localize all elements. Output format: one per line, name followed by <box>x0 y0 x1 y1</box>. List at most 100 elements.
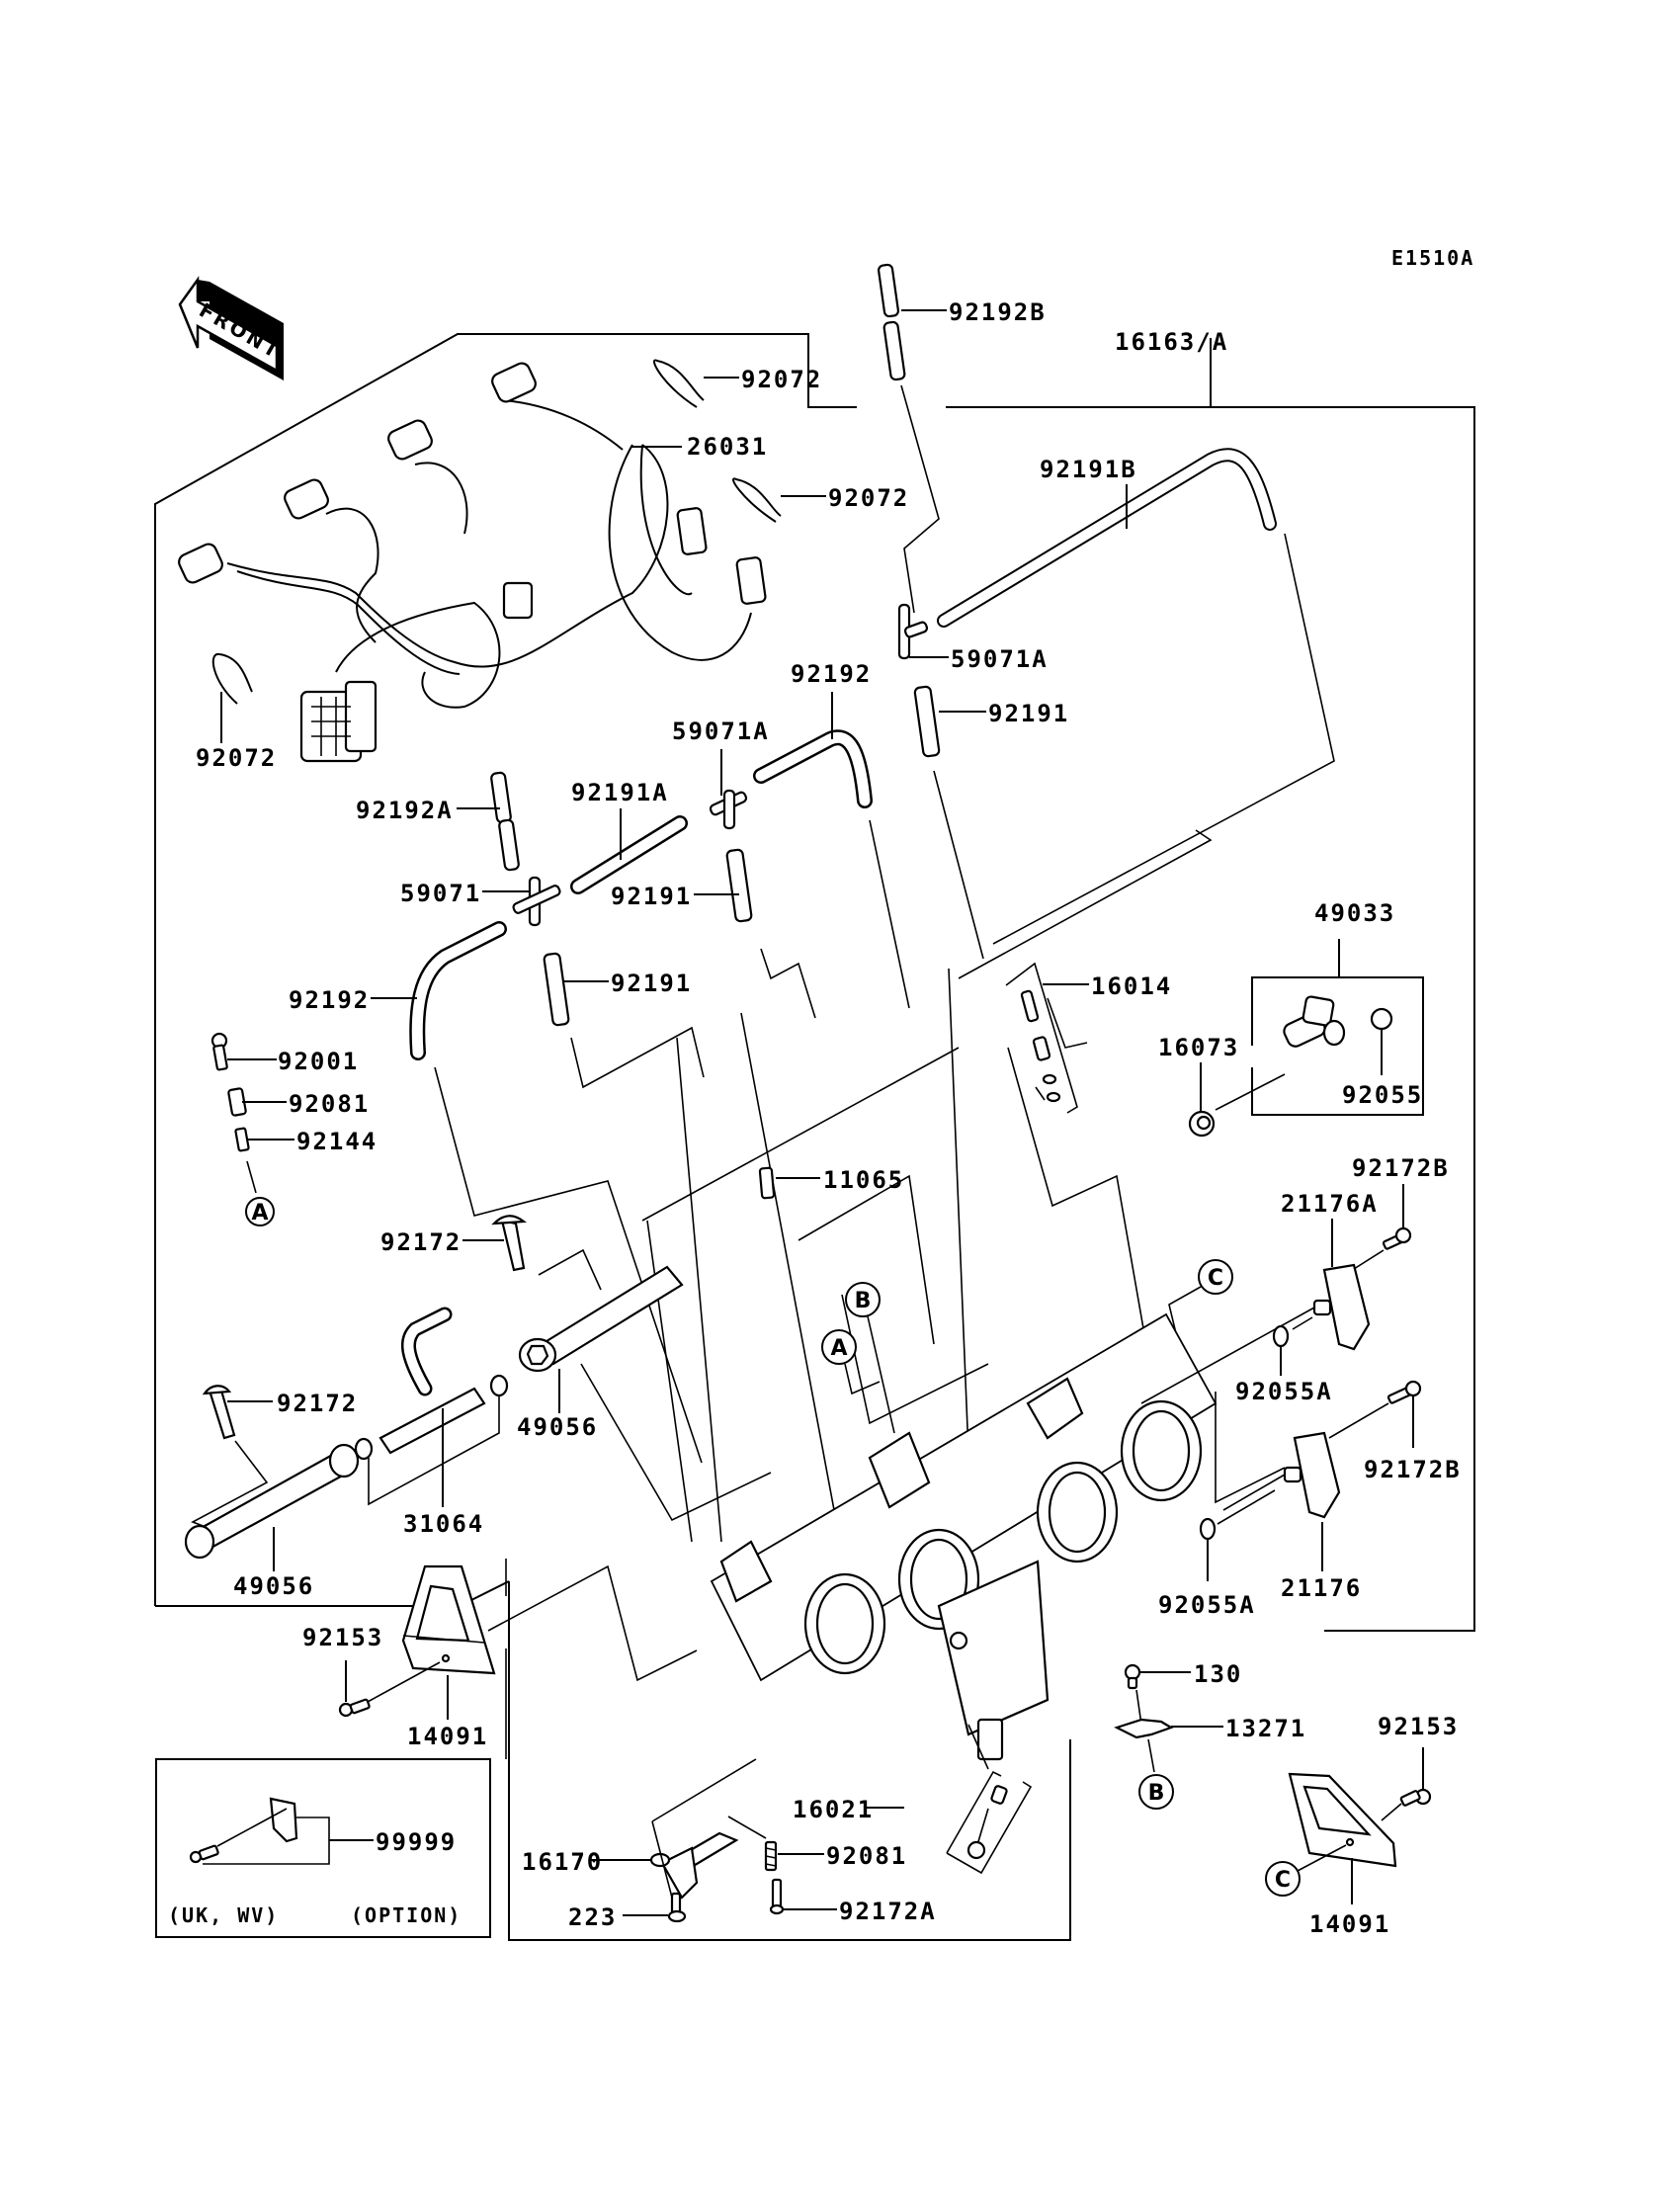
fuel-pipe-31064 <box>354 1307 509 1506</box>
oring-92055A-1 <box>1272 1316 1313 1348</box>
bracket-13271 <box>1114 1718 1174 1739</box>
callout-31064: 31064 <box>403 1510 484 1538</box>
callout-92172-1: 92172 <box>380 1228 462 1256</box>
cap-16073 <box>1188 1110 1216 1138</box>
callout-49056-1: 49056 <box>517 1413 598 1441</box>
callout-92172-2: 92172 <box>277 1390 358 1417</box>
cable-tie-1 <box>652 359 705 408</box>
screw-92153-1 <box>338 1661 441 1718</box>
spring-92081-2 <box>727 1816 778 1872</box>
callout-92191A: 92191A <box>571 779 669 806</box>
svg-text:A: A <box>830 1336 847 1361</box>
callout-26031: 26031 <box>687 433 768 461</box>
callout-16170: 16170 <box>522 1848 603 1876</box>
svg-text:C: C <box>1208 1266 1223 1291</box>
callout-92191-3: 92191 <box>611 970 692 997</box>
hose-92191B <box>937 448 1335 945</box>
callout-92172B-2: 92172B <box>1364 1456 1462 1483</box>
callout-49056-2: 49056 <box>233 1572 314 1600</box>
reference-mark-b-1: B <box>845 1282 895 1434</box>
callout-130: 130 <box>1194 1660 1242 1688</box>
callout-92055A-2: 92055A <box>1158 1591 1256 1619</box>
callout-92192-2: 92192 <box>289 986 370 1014</box>
wiring-harness <box>178 362 767 763</box>
callout-92055: 92055 <box>1342 1081 1423 1109</box>
screw-223 <box>667 1892 687 1923</box>
lever-16170 <box>649 1758 757 1900</box>
callout-16073: 16073 <box>1158 1034 1239 1061</box>
sensor-21176A <box>1140 1263 1371 1404</box>
screw-92172B-1 <box>1353 1226 1412 1270</box>
callout-92144: 92144 <box>296 1128 378 1155</box>
callout-92072-1: 92072 <box>741 366 822 393</box>
callout-16021: 16021 <box>793 1796 874 1823</box>
harness-main-connector <box>299 680 378 763</box>
callout-14091-1: 14091 <box>407 1723 488 1750</box>
callout-49033: 49033 <box>1314 899 1395 927</box>
callout-59071A-1: 59071A <box>951 645 1049 673</box>
svg-text:B: B <box>1148 1781 1165 1806</box>
screw-92172A <box>769 1878 785 1915</box>
hose-92191-1 <box>913 685 984 960</box>
callout-21176A: 21176A <box>1281 1190 1379 1218</box>
reference-mark-c-2: C <box>1265 1844 1347 1897</box>
callout-92072-2: 92072 <box>828 484 909 512</box>
screw-92153-2 <box>1381 1788 1432 1821</box>
throttle-body-assembly <box>710 1312 1218 1761</box>
callout-92191-2: 92191 <box>611 883 692 910</box>
callout-92081-1: 92081 <box>289 1090 370 1118</box>
injector-assembly-box <box>1215 939 1424 1116</box>
oring-92055A-2 <box>1199 1489 1276 1541</box>
hose-92192-2 <box>409 921 703 1464</box>
callout-92172B-1: 92172B <box>1352 1154 1450 1182</box>
callout-92172A: 92172A <box>839 1898 937 1925</box>
callout-14091-2: 14091 <box>1309 1910 1390 1938</box>
cover-14091-2 <box>1288 1772 1397 1868</box>
delivery-pipe-49056-2 <box>184 1440 360 1560</box>
callout-59071: 59071 <box>400 880 481 907</box>
front-arrow-icon: FRONT <box>178 276 286 380</box>
svg-text:C: C <box>1275 1868 1291 1893</box>
pin-11065 <box>758 1166 776 1200</box>
callout-92055A-1: 92055A <box>1235 1378 1333 1405</box>
option-region-note: (UK, WV) <box>168 1903 279 1927</box>
option-box <box>155 1758 491 1938</box>
assembly-label: 16163/A <box>1115 328 1228 356</box>
reference-mark-a-1: A <box>245 1197 275 1226</box>
svg-text:B: B <box>855 1289 872 1313</box>
hose-92191A <box>570 815 688 894</box>
option-note: (OPTION) <box>351 1903 462 1927</box>
cable-tie-2 <box>731 477 782 523</box>
hose-92192-1 <box>753 729 910 1009</box>
sensor-21176 <box>1215 1392 1341 1519</box>
callout-92192-1: 92192 <box>791 660 872 688</box>
hose-92192A <box>490 771 520 872</box>
t-fitting-59071A-1 <box>897 603 929 660</box>
guide-lines <box>641 829 1213 1543</box>
screw-kit-16021 <box>946 1724 1033 1875</box>
callout-92081-2: 92081 <box>826 1842 907 1870</box>
callout-11065: 11065 <box>823 1166 904 1194</box>
callout-99999: 99999 <box>376 1828 457 1856</box>
callout-13271: 13271 <box>1225 1715 1306 1742</box>
hose-92191-2 <box>725 848 816 1019</box>
injector-kit-16014 <box>1005 962 1078 1114</box>
cable-tie-3 <box>211 653 253 705</box>
cover-14091-1 <box>401 1559 698 1759</box>
screw-92172-1 <box>491 1215 527 1272</box>
screw-92172B-2 <box>1328 1380 1422 1439</box>
delivery-pipe-49056-1 <box>518 1248 772 1522</box>
injector-icon <box>1283 995 1346 1048</box>
reference-mark-b-2: B <box>1138 1738 1174 1810</box>
hose-92192B <box>877 263 940 614</box>
callout-92153-2: 92153 <box>1378 1713 1459 1740</box>
reference-mark-a-2: A <box>821 1329 881 1395</box>
callout-92191B: 92191B <box>1040 456 1137 483</box>
callout-16014: 16014 <box>1091 972 1172 1000</box>
hose-92191-3 <box>543 952 705 1089</box>
cross-fitting-59071 <box>512 876 561 927</box>
callout-92192B: 92192B <box>949 298 1047 326</box>
callout-92072-3: 92072 <box>196 744 277 772</box>
callout-92001: 92001 <box>278 1048 359 1075</box>
